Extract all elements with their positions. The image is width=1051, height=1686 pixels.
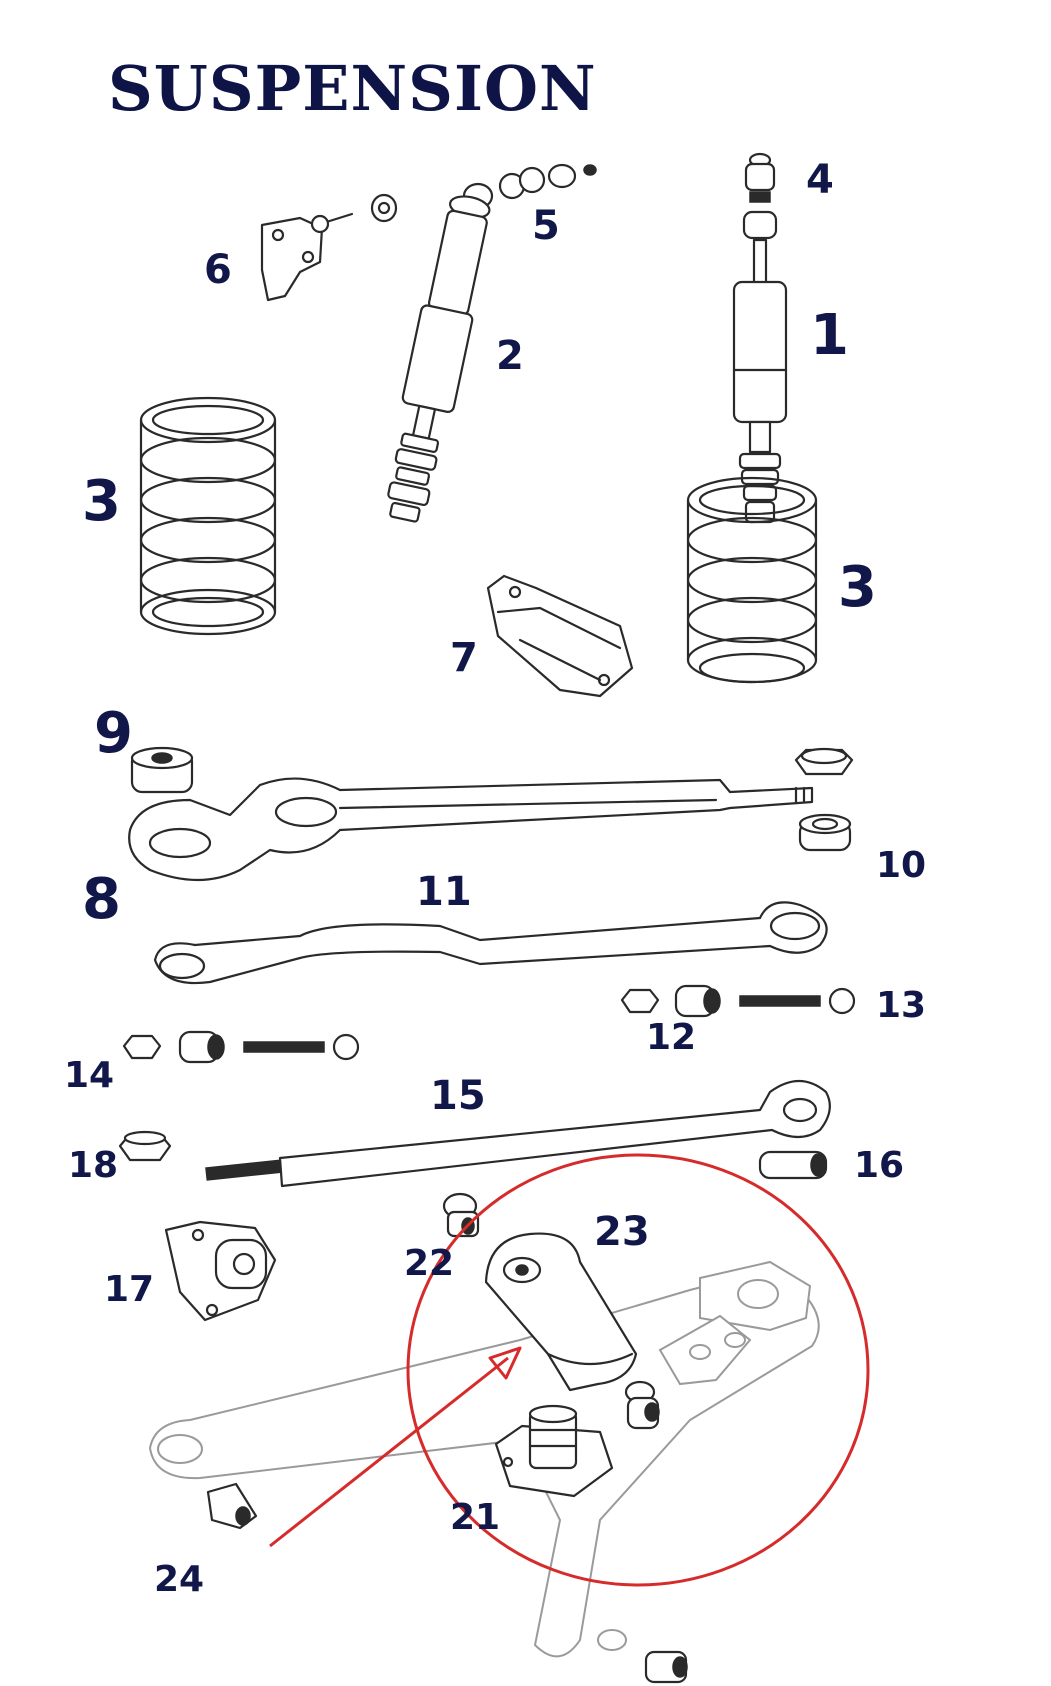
- part-15-threaded-link: [205, 1080, 831, 1188]
- part-21-bump-stop-base: [494, 1404, 614, 1498]
- callout-8: 8: [82, 867, 121, 932]
- part-9-bush: [130, 746, 194, 794]
- part-23-boot-cover: [484, 1232, 638, 1392]
- highlight-circle: [406, 1153, 870, 1587]
- part-16-bush: [758, 1150, 828, 1180]
- callout-3-left: 3: [82, 469, 121, 534]
- part-3-coil-spring-right: [686, 476, 818, 684]
- highlight-arrow: [269, 1346, 522, 1548]
- part-6-bracket: [260, 193, 398, 302]
- part-12-13-nut-bush-bolt: [620, 984, 856, 1018]
- callout-3-right: 3: [838, 555, 877, 620]
- bush-bottom-right: [644, 1650, 688, 1684]
- part-3-coil-spring-left: [139, 396, 277, 636]
- part-24-bush: [206, 1482, 258, 1530]
- part-22-ball-joint: [442, 1192, 480, 1238]
- callout-10: 10: [876, 845, 927, 886]
- callout-24: 24: [154, 1559, 205, 1600]
- part-5-washer-stack: [462, 163, 597, 210]
- callout-18: 18: [68, 1145, 119, 1186]
- callout-16: 16: [854, 1145, 905, 1186]
- lower-a-arm-assembly: [148, 1260, 820, 1658]
- page-title: SUSPENSION: [108, 52, 597, 125]
- callout-2: 2: [496, 333, 524, 379]
- callout-5: 5: [532, 203, 560, 249]
- part-2-shock-absorber: [387, 195, 491, 523]
- ball-joint-lower: [624, 1380, 660, 1430]
- part-8-trailing-arm: [128, 777, 814, 882]
- callout-14: 14: [64, 1055, 115, 1096]
- callout-9: 9: [94, 701, 133, 766]
- callout-17: 17: [104, 1269, 155, 1310]
- part-1-damper: [732, 280, 788, 524]
- part-11-link-arm: [153, 901, 828, 985]
- callout-4: 4: [806, 157, 834, 203]
- callout-1: 1: [810, 303, 849, 368]
- part-7-bump-stop-mount: [486, 574, 634, 698]
- part-17-mount-bracket: [164, 1220, 277, 1322]
- callout-11: 11: [416, 869, 472, 915]
- part-4-top-mounts: [742, 152, 778, 286]
- callout-21: 21: [450, 1497, 501, 1538]
- callout-22: 22: [404, 1243, 455, 1284]
- callout-13: 13: [876, 985, 927, 1026]
- part-14-nut-bush-bolt: [122, 1030, 360, 1064]
- callout-12: 12: [646, 1017, 697, 1058]
- callout-15: 15: [430, 1073, 486, 1119]
- callout-23: 23: [594, 1209, 650, 1255]
- part-18-nut: [118, 1130, 172, 1162]
- callout-6: 6: [204, 247, 232, 293]
- part-10-nut-and-bush: [794, 747, 854, 852]
- callout-7: 7: [450, 635, 478, 681]
